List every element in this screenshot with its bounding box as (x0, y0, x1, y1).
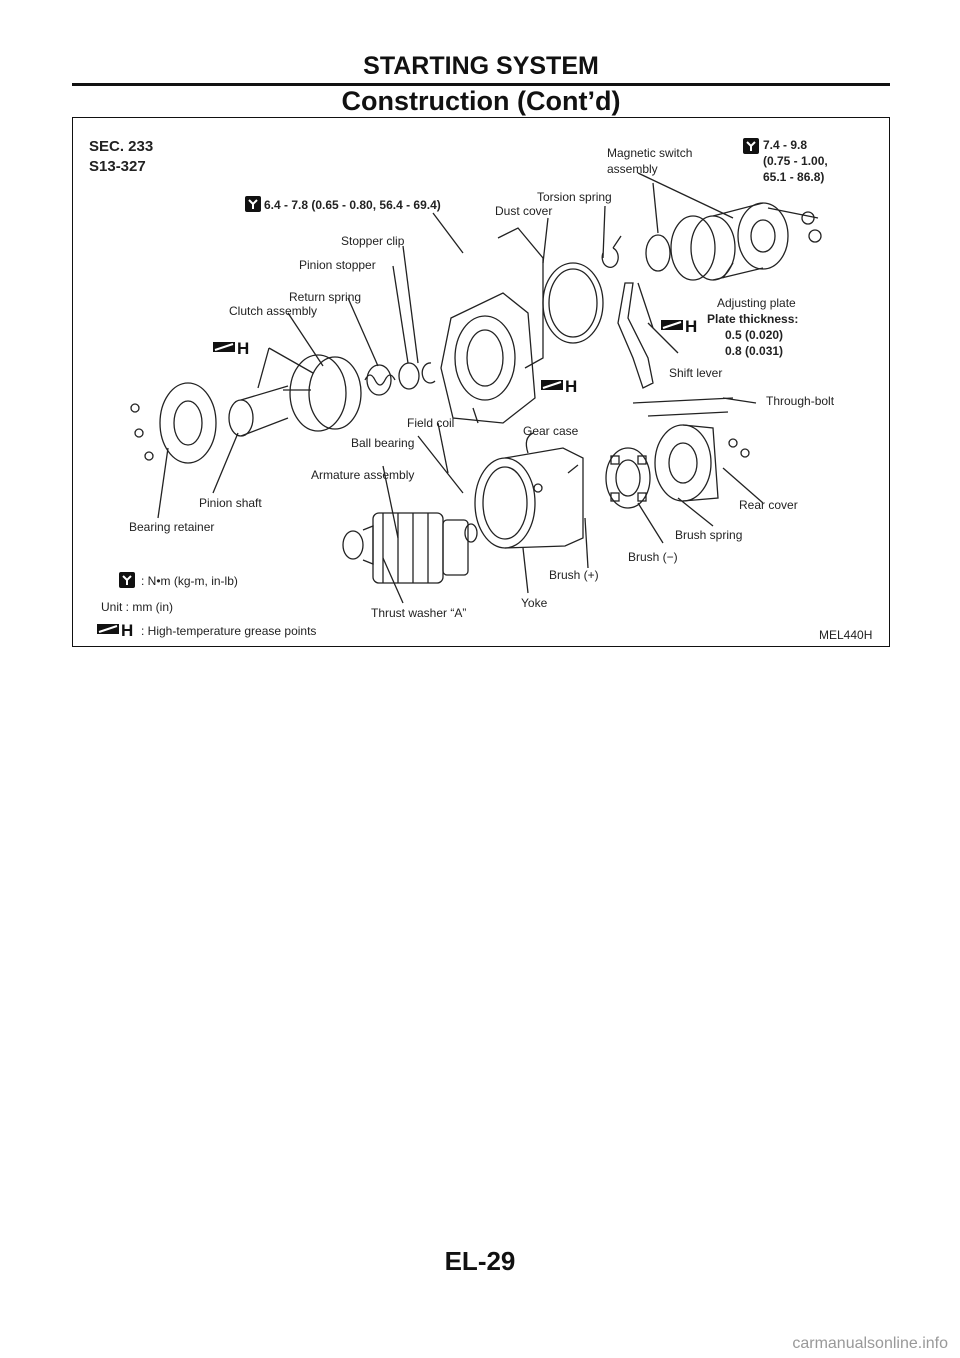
figure-code: MEL440H (819, 628, 873, 642)
label-field-coil: Field coil (407, 416, 455, 430)
torque-spec-top: 6.4 - 7.8 (0.65 - 0.80, 56.4 - 69.4) (264, 198, 441, 212)
label-brush-minus: Brush (−) (628, 550, 678, 564)
section-number: SEC. 233 (89, 138, 154, 155)
starter-exploded-drawing (130, 172, 822, 604)
legend-torque-units: : N•m (kg-m, in-lb) (141, 574, 238, 588)
label-clutch-assembly: Clutch assembly (229, 304, 318, 318)
label-dust-cover: Dust cover (495, 204, 553, 218)
label-adjusting-plate: Adjusting plate (717, 296, 796, 310)
label-brush-spring: Brush spring (675, 528, 743, 542)
label-thickness-2: 0.8 (0.031) (725, 344, 784, 358)
torque-spec-right-2: (0.75 - 1.00, (763, 154, 828, 168)
label-armature-assembly: Armature assembly (311, 468, 415, 482)
label-pinion-shaft: Pinion shaft (199, 496, 262, 510)
section-header: STARTING SYSTEM (72, 52, 890, 80)
label-torsion-spring: Torsion spring (537, 190, 612, 204)
label-magnetic-switch: Magnetic switch (607, 146, 693, 160)
section-title: STARTING SYSTEM (363, 52, 599, 80)
section-subtitle: Construction (Cont’d) (341, 86, 621, 116)
label-pinion-stopper: Pinion stopper (299, 258, 376, 272)
label-magnetic-switch-2: assembly (607, 162, 658, 176)
label-shift-lever: Shift lever (669, 366, 723, 380)
label-bearing-retainer: Bearing retainer (129, 520, 215, 534)
label-gear-case: Gear case (523, 424, 579, 438)
page-number: EL-29 (444, 1246, 516, 1276)
torque-spec-right-1: 7.4 - 9.8 (763, 138, 808, 152)
label-thickness-1: 0.5 (0.020) (725, 328, 784, 342)
label-brush-plus: Brush (+) (549, 568, 599, 582)
svg-text:H: H (565, 377, 577, 394)
exploded-view-figure: SEC. 233 S13-327 6.4 - 7.8 (0.65 - 0.80,… (72, 117, 890, 647)
label-ball-bearing: Ball bearing (351, 436, 415, 450)
svg-text:H: H (121, 621, 133, 638)
torque-spec-right-3: 65.1 - 86.8) (763, 170, 825, 184)
label-stopper-clip: Stopper clip (341, 234, 405, 248)
model-code: S13-327 (89, 158, 146, 175)
watermark: carmanualsonline.info (792, 1335, 948, 1352)
label-yoke: Yoke (521, 596, 548, 610)
label-through-bolt: Through-bolt (766, 394, 835, 408)
label-plate-thickness: Plate thickness: (707, 312, 799, 326)
svg-text:H: H (237, 339, 249, 356)
svg-text:H: H (685, 317, 697, 334)
label-thrust-washer: Thrust washer “A” (371, 606, 467, 620)
legend-unit: Unit : mm (in) (101, 600, 173, 614)
label-rear-cover: Rear cover (739, 498, 798, 512)
label-return-spring: Return spring (289, 290, 362, 304)
header-rule (72, 83, 890, 86)
legend-grease: : High-temperature grease points (141, 624, 317, 638)
